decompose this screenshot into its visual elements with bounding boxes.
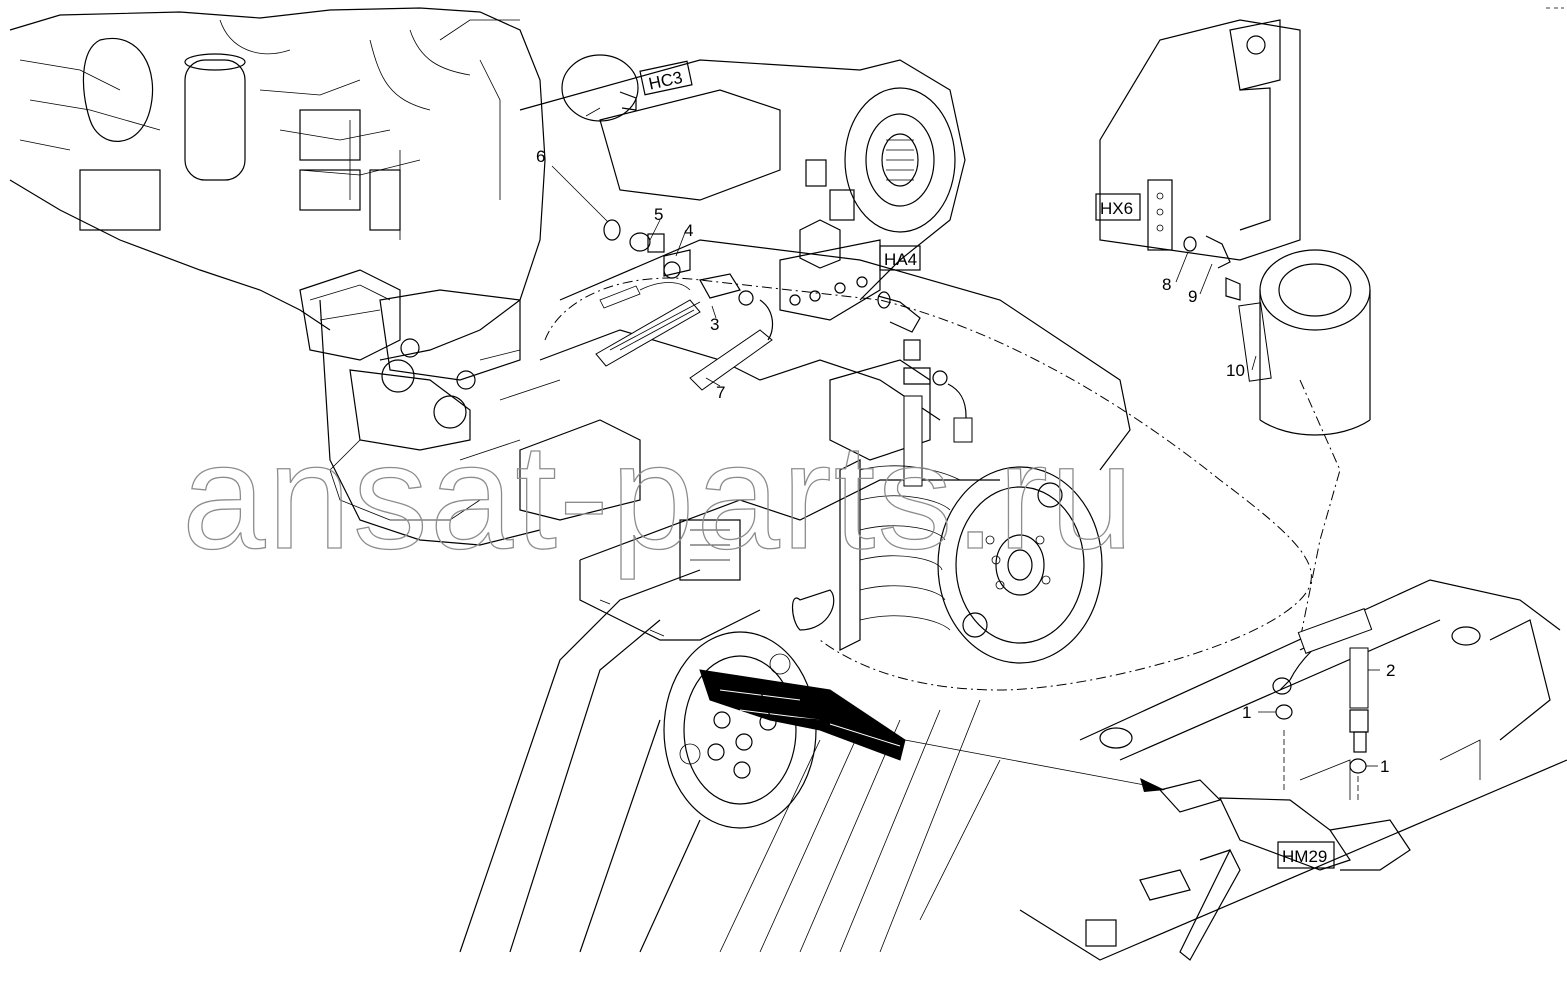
watermark-text: ansat-parts.ru xyxy=(182,412,1135,580)
callout-1: 1 xyxy=(1242,703,1251,722)
lower-frame-hm29: HM29 xyxy=(1019,579,1567,961)
callout-6: 6 xyxy=(536,147,545,166)
hose-routing-dashed xyxy=(1299,379,1341,641)
connection-label-ha4: HA4 xyxy=(884,250,917,269)
connection-label-hm29: HM29 xyxy=(1282,847,1327,866)
callout-numbers: 1 1 2 3 4 5 6 7 8 9 10 xyxy=(536,147,1395,776)
hose-2-assembly xyxy=(1272,608,1373,800)
accumulator-hc3: HC3 xyxy=(561,54,693,122)
connection-label-hx6: HX6 xyxy=(1100,199,1133,218)
connection-label-hc3: HC3 xyxy=(647,68,684,94)
callout-leaders xyxy=(551,107,1380,767)
callout-1-second: 1 xyxy=(1380,757,1389,776)
callout-4: 4 xyxy=(684,221,693,240)
assembly-arrow-head xyxy=(1140,778,1165,792)
valve-block-ha4: HA4 xyxy=(779,159,921,321)
callout-3: 3 xyxy=(710,315,719,334)
callout-8: 8 xyxy=(1162,275,1171,294)
callout-10: 10 xyxy=(1226,361,1245,380)
assembly-arrow-line xyxy=(904,739,1151,787)
mount-bracket-hx6: HX6 xyxy=(1095,19,1371,436)
callout-2: 2 xyxy=(1386,661,1395,680)
tractor-frame xyxy=(459,59,1131,641)
hydraulic-cylinder-exploded xyxy=(699,669,906,761)
assembly-outline-dashed xyxy=(544,277,1312,691)
callout-5: 5 xyxy=(654,205,663,224)
fitting-set-center xyxy=(877,291,973,487)
callout-9: 9 xyxy=(1188,287,1197,306)
fitting-set-upper xyxy=(595,219,774,391)
track-wheel xyxy=(459,569,1001,953)
drive-pulley xyxy=(839,459,1103,664)
callout-7: 7 xyxy=(716,383,725,402)
engine-assembly xyxy=(9,7,546,546)
